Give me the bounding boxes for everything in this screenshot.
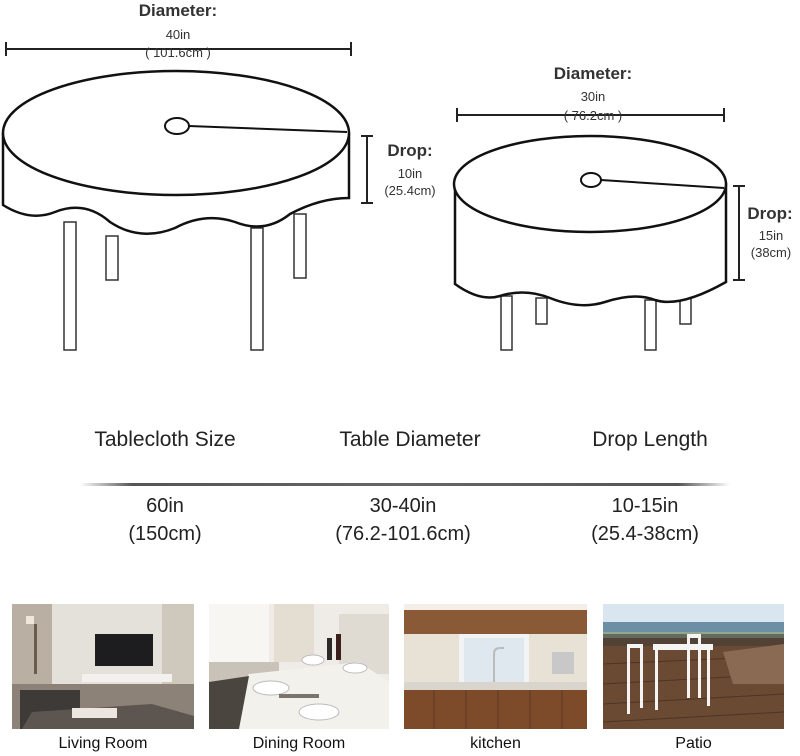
small-drop-cm: (38cm): [750, 245, 792, 260]
header-table-diameter: Table Diameter: [339, 428, 481, 451]
living-room-photo: [12, 604, 194, 729]
small-table-illustration: [452, 108, 740, 351]
small-drop-bracket: [733, 185, 745, 281]
kitchen-photo: [404, 604, 587, 729]
table-divider: [80, 483, 730, 486]
patio-photo: [603, 604, 784, 729]
value-size-in: 60in: [146, 495, 184, 517]
caption-patio: Patio: [675, 735, 712, 752]
small-drop-in: 15in: [758, 228, 784, 243]
header-drop-length: Drop Length: [592, 428, 708, 451]
large-drop-in: 10in: [397, 166, 423, 181]
caption-living-room: Living Room: [58, 735, 148, 752]
dining-room-photo: [209, 604, 389, 729]
large-diameter-label: Diameter:: [138, 1, 218, 20]
small-diameter-in: 30in: [580, 89, 606, 104]
value-diameter-in: 30-40in: [369, 495, 437, 517]
small-diameter-cm: ( 76.2cm ): [563, 108, 623, 123]
large-table-illustration: [1, 42, 373, 351]
caption-kitchen: kitchen: [470, 735, 521, 752]
caption-dining-room: Dining Room: [252, 735, 346, 752]
small-drop-label: Drop:: [747, 204, 793, 223]
large-diameter-cm: ( 101.6cm ): [145, 45, 211, 60]
large-drop-cm: (25.4cm): [384, 183, 436, 198]
value-drop-in: 10-15in: [611, 495, 679, 517]
large-drop-label: Drop:: [387, 141, 433, 160]
value-size-cm: (150cm): [128, 523, 202, 545]
header-tablecloth-size: Tablecloth Size: [94, 428, 236, 451]
large-diameter-in: 40in: [165, 27, 191, 42]
small-diameter-label: Diameter:: [553, 64, 633, 83]
value-drop-cm: (25.4-38cm): [591, 523, 699, 545]
value-diameter-cm: (76.2-101.6cm): [335, 523, 471, 545]
